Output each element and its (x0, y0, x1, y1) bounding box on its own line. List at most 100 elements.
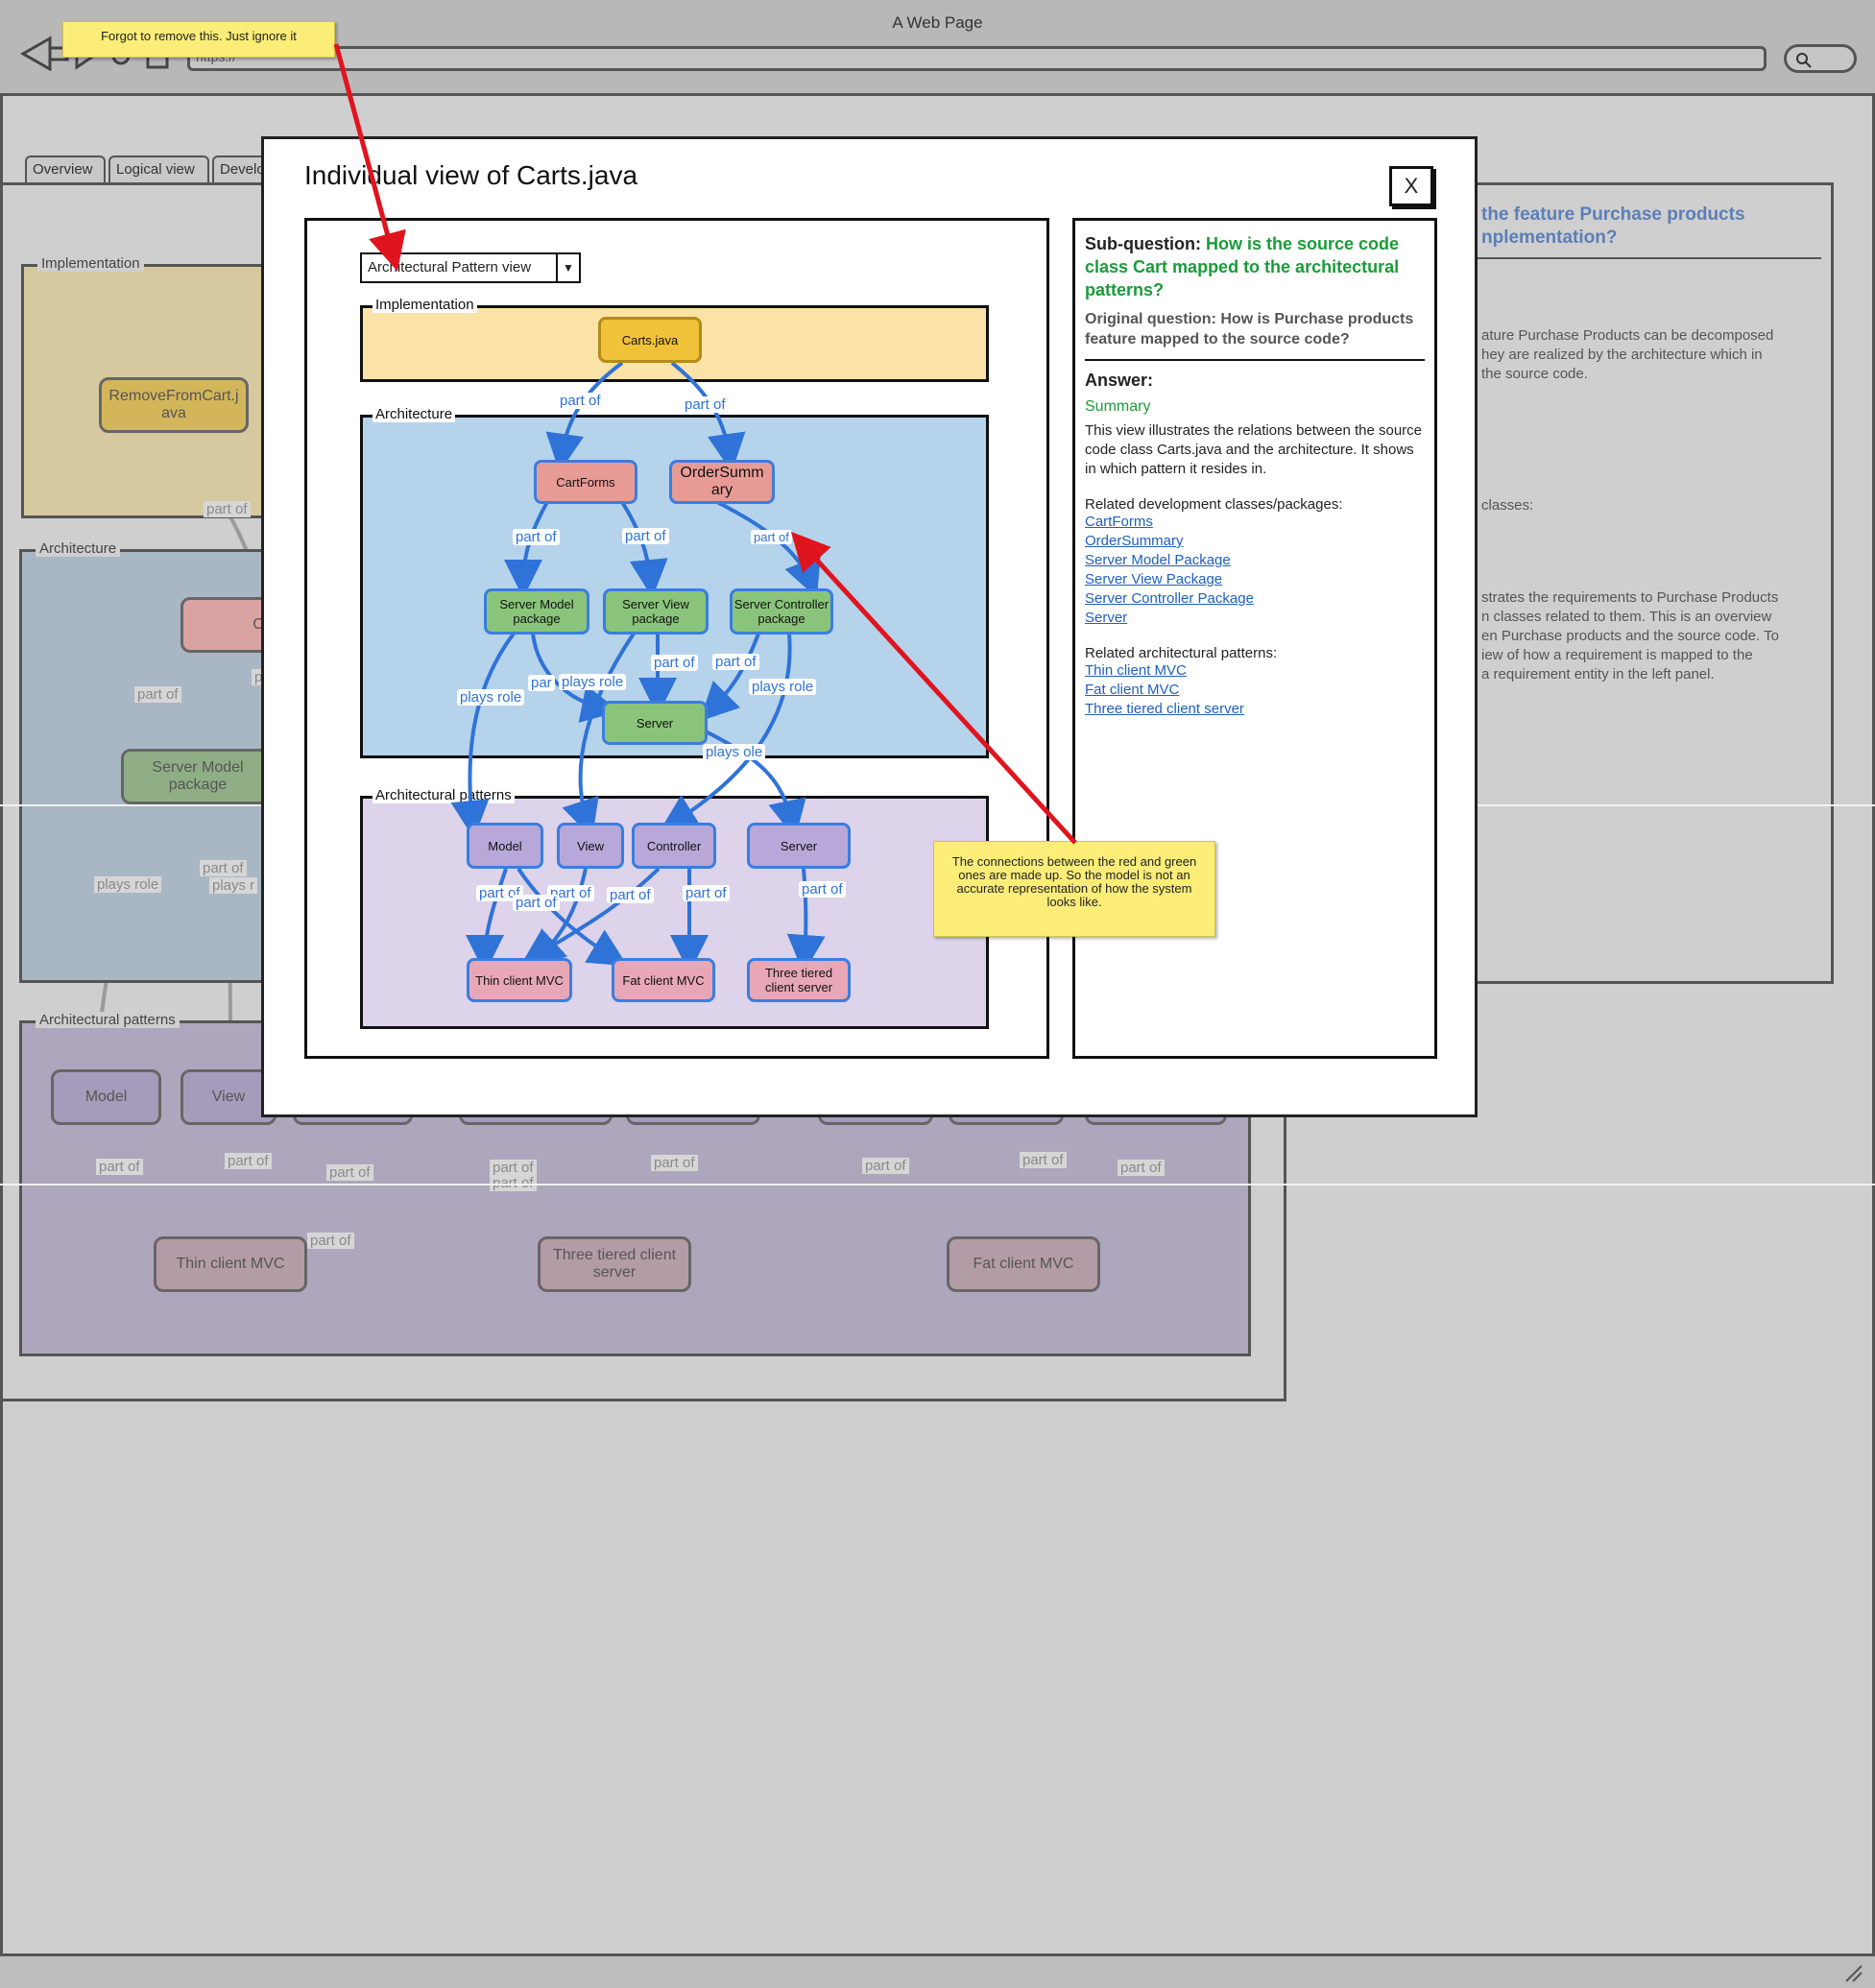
bg-edge-label: part of (490, 1175, 537, 1191)
edge-label-plays-role: plays role (457, 689, 525, 706)
node-thin-client-mvc[interactable]: Thin client MVC (467, 958, 572, 1002)
bg-edge-label: part of (204, 501, 251, 517)
bg-edge-label: part of (225, 1153, 272, 1169)
sub-question-label: Sub-question: (1085, 234, 1201, 253)
edge-label-part-of: part of (513, 529, 560, 545)
tab-development[interactable]: Develo (212, 156, 270, 182)
tab-overview[interactable]: Overview (25, 156, 106, 182)
answer-pane: Sub-question: How is the source code cla… (1072, 218, 1437, 1059)
node-cartforms[interactable]: CartForms (534, 460, 637, 504)
node-model[interactable]: Model (467, 823, 543, 869)
bg-node-removefromcart[interactable]: RemoveFromCart.j ava (99, 377, 249, 433)
node-server-view-package[interactable]: Server View package (603, 588, 709, 635)
bg-edge-label: plays role (94, 876, 162, 893)
view-dropdown-value: Architectural Pattern view (368, 259, 532, 275)
sticky-note-top: Forgot to remove this. Just ignore it (62, 21, 335, 58)
node-view[interactable]: View (557, 823, 624, 869)
bg-edge-label: part of (862, 1158, 909, 1174)
bg-panel-divider (1476, 257, 1821, 259)
link-three-tiered-client-server[interactable]: Three tiered client server (1085, 701, 1244, 717)
edge-label-part-of: part of (622, 528, 669, 544)
edge-label-part-of: part of (682, 396, 729, 413)
bg-panel-text: classes: (1481, 497, 1534, 514)
bg-edge-label: part of (96, 1159, 143, 1175)
edge-label-plays-role: plays role (749, 679, 817, 695)
link-server[interactable]: Server (1085, 610, 1128, 626)
edge-label-part-of: part of (683, 885, 730, 901)
search-icon (1796, 53, 1812, 68)
resize-grip-icon[interactable] (1842, 1962, 1865, 1985)
link-cartforms[interactable]: CartForms (1085, 514, 1153, 530)
bg-node-thin-client[interactable]: Thin client MVC (154, 1236, 307, 1292)
link-server-view-package[interactable]: Server View Package (1085, 571, 1223, 587)
diagram-pane (304, 218, 1049, 1059)
bg-edge-label: part of (1118, 1160, 1165, 1176)
bg-panel-text: en Purchase products and the source code… (1481, 628, 1779, 644)
link-ordersummary[interactable]: OrderSummary (1085, 533, 1184, 549)
edge-label-part-of: part of (476, 885, 523, 901)
link-server-controller-package[interactable]: Server Controller Package (1085, 590, 1254, 607)
edge-label-plays-role: plays role (559, 674, 627, 690)
bg-node-three-tiered[interactable]: Three tiered client server (538, 1236, 691, 1292)
related-arch-label: Related architectural patterns: (1085, 645, 1278, 661)
node-fat-client-mvc[interactable]: Fat client MVC (612, 958, 715, 1002)
bg-panel-text: iew of how a requirement is mapped to th… (1481, 647, 1753, 663)
bg-node-model[interactable]: Model (51, 1069, 161, 1125)
close-button[interactable]: X (1389, 166, 1433, 206)
summary-text: This view illustrates the relations betw… (1085, 422, 1423, 477)
answer-label: Answer: (1085, 371, 1154, 390)
original-question: Original question: How is Purchase produ… (1085, 311, 1414, 347)
bg-edge-label: part of (1020, 1152, 1067, 1168)
edge-label-part-of: part of (751, 530, 792, 544)
node-carts-java[interactable]: Carts.java (598, 317, 702, 363)
related-dev-label: Related development classes/packages: (1085, 496, 1343, 513)
edge-label-part-of: part of (712, 654, 759, 670)
bg-panel-text: ature Purchase Products can be decompose… (1481, 327, 1774, 344)
node-ordersummary[interactable]: OrderSumm ary (669, 460, 775, 504)
bg-panel-text: n classes related to them. This is an ov… (1481, 609, 1772, 625)
browser-titlebar: A Web Page https:// (0, 0, 1875, 96)
link-fat-client-mvc[interactable]: Fat client MVC (1085, 682, 1180, 698)
link-thin-client-mvc[interactable]: Thin client MVC (1085, 662, 1187, 679)
link-server-model-package[interactable]: Server Model Package (1085, 552, 1231, 568)
node-server-controller-package[interactable]: Server Controller package (730, 588, 833, 635)
node-pattern-server[interactable]: Server (747, 823, 851, 869)
bg-panel-text: strates the requirements to Purchase Pro… (1481, 589, 1779, 606)
seam-line (0, 1184, 1875, 1186)
bg-panel-title-2: nplementation? (1481, 228, 1618, 248)
divider (1085, 359, 1425, 361)
node-server-model-package[interactable]: Server Model package (484, 588, 589, 635)
bg-panel-text: hey are realized by the architecture whi… (1481, 347, 1763, 363)
summary-label: Summary (1085, 398, 1151, 415)
status-bar (0, 1953, 1875, 1988)
sub-question: Sub-question: How is the source code cla… (1085, 232, 1425, 301)
node-controller[interactable]: Controller (632, 823, 716, 869)
node-three-tiered-client-server[interactable]: Three tiered client server (747, 958, 851, 1002)
edge-label-plays-ole: plays ole (703, 744, 766, 760)
edge-label-part-of: part of (799, 881, 846, 898)
bg-edge-label: part of (307, 1233, 354, 1249)
bg-node-fat-client[interactable]: Fat client MVC (947, 1236, 1100, 1292)
node-server[interactable]: Server (602, 701, 708, 745)
related-arch-list: Thin client MVC Fat client MVC Three tie… (1085, 661, 1425, 719)
bg-edge-label: part of (490, 1160, 537, 1176)
bg-panel-title-1: the feature Purchase products (1481, 204, 1745, 225)
bg-edge-label: part of (200, 860, 247, 876)
modal-title: Individual view of Carts.java (304, 160, 638, 190)
tab-logical-view[interactable]: Logical view (108, 156, 209, 182)
edge-label-part-of: part of (607, 887, 654, 903)
url-input[interactable]: https:// (187, 46, 1767, 71)
bg-edge-label: plays r (209, 877, 258, 894)
search-box[interactable] (1784, 44, 1857, 73)
bg-answer-panel: the feature Purchase products nplementat… (1450, 182, 1834, 984)
sub-question-text: How is the source code class Cart mapped… (1085, 234, 1400, 299)
bg-node-view[interactable]: View (180, 1069, 276, 1125)
bg-edge-label: part of (326, 1164, 373, 1181)
bg-panel-text: the source code. (1481, 366, 1588, 382)
related-dev-list: CartForms OrderSummary Server Model Pack… (1085, 513, 1425, 628)
edge-label-part-of: part of (651, 655, 698, 671)
edge-label-part-of: part of (557, 393, 604, 409)
window-title: A Web Page (892, 13, 983, 32)
bg-node-server-model[interactable]: Server Model package (121, 749, 275, 804)
chevron-down-icon[interactable]: ▼ (556, 254, 579, 281)
